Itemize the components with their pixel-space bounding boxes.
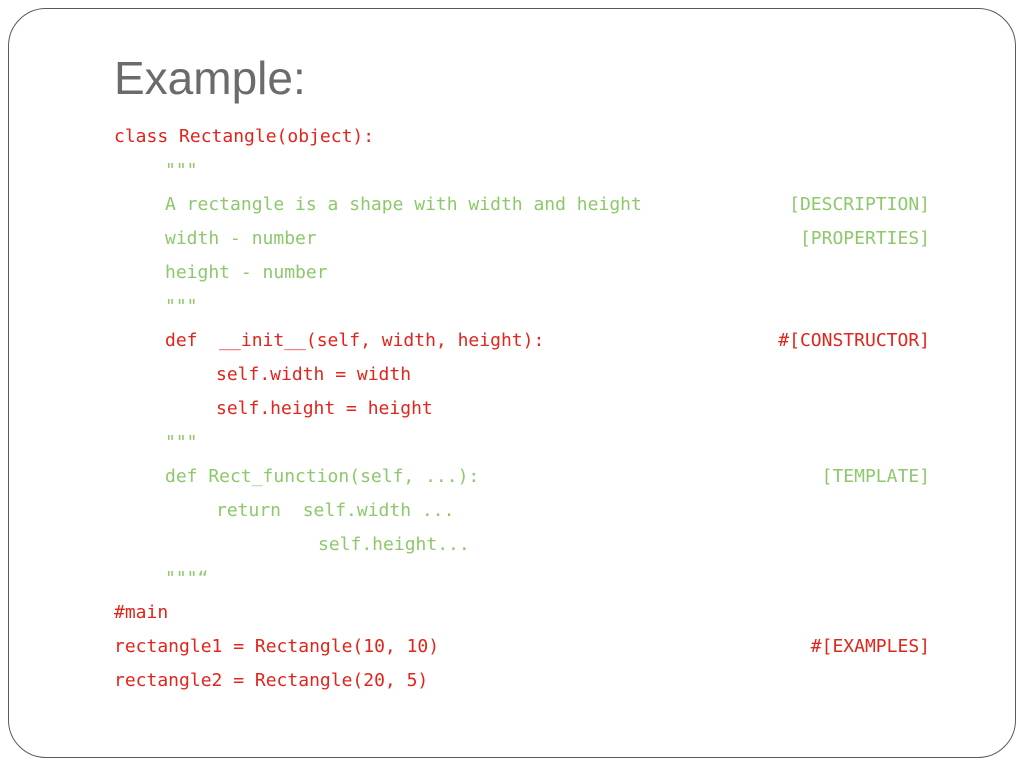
code-text: rectangle2 = Rectangle(20, 5) [114,670,429,691]
code-line-template-def: def Rect_function(self, ...): [TEMPLATE] [114,460,930,494]
code-line-width-property: width - number [PROPERTIES] [114,222,930,256]
slide-title: Example: [114,52,306,104]
code-line-example-2: rectangle2 = Rectangle(20, 5) [114,664,930,698]
code-line-assign-width: self.width = width [114,358,930,392]
constructor-tag: #[CONSTRUCTOR] [778,330,930,351]
code-text: width - number [165,228,317,249]
code-text: def __init__(self, width, height): [165,330,545,351]
code-text: class Rectangle(object): [114,126,375,147]
code-line-template-return: return self.width ... [114,494,930,528]
code-line-template-height: self.height... [114,528,930,562]
code-text: rectangle1 = Rectangle(10, 10) [114,636,440,657]
slide [8,8,1016,758]
code-text: return self.width ... [216,500,455,521]
code-text: """“ [165,568,209,589]
code-text: self.height = height [216,398,433,419]
code-line-docstring-open: """ [114,154,930,188]
code-text: #main [114,602,169,623]
code-text: height - number [165,262,328,283]
code-line-docstring-close: """ [114,290,930,324]
description-tag: [DESCRIPTION] [789,194,930,215]
template-tag: [TEMPLATE] [821,466,930,487]
code-block: class Rectangle(object): """ A rectangle… [114,120,930,698]
examples-tag: #[EXAMPLES] [810,636,930,657]
code-line-main: #main [114,596,930,630]
code-line-template-open: """ [114,426,930,460]
code-text: self.width = width [216,364,412,385]
code-text: def Rect_function(self, ...): [165,466,480,487]
code-text: A rectangle is a shape with width and he… [165,194,642,215]
code-line-example-1: rectangle1 = Rectangle(10, 10) #[EXAMPLE… [114,630,930,664]
code-line-height-property: height - number [114,256,930,290]
code-line-assign-height: self.height = height [114,392,930,426]
code-text: """ [165,160,198,181]
code-text: self.height... [318,534,470,555]
code-text: """ [165,432,198,453]
code-line-constructor: def __init__(self, width, height): #[CON… [114,324,930,358]
code-line-description: A rectangle is a shape with width and he… [114,188,930,222]
code-line-class: class Rectangle(object): [114,120,930,154]
code-text: """ [165,296,198,317]
properties-tag: [PROPERTIES] [799,228,930,249]
code-line-template-close: """“ [114,562,930,596]
